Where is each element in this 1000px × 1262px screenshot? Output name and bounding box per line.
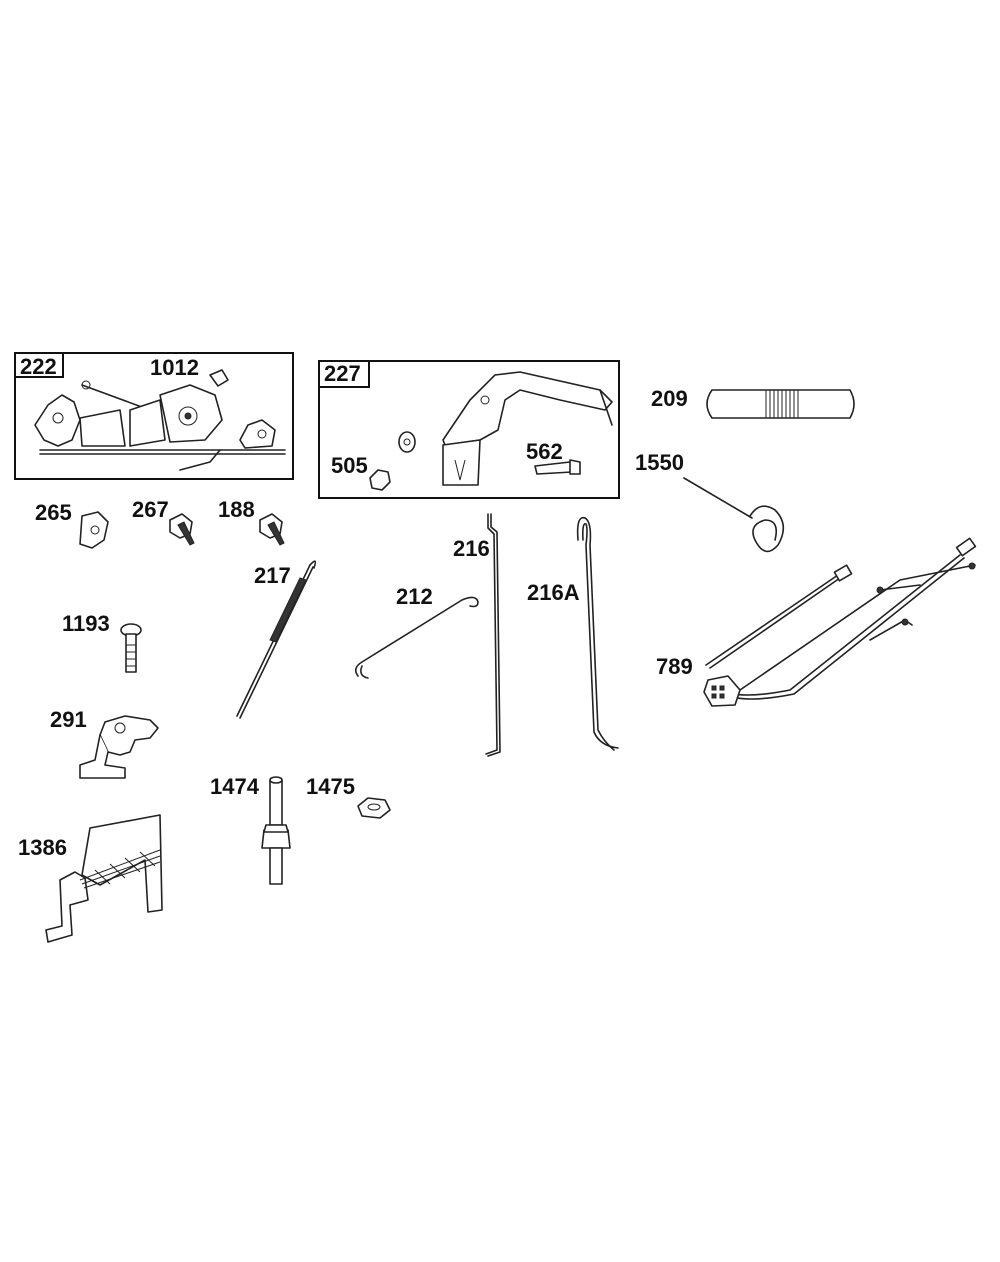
label-188: 188 (218, 497, 255, 522)
part-209-spring[interactable] (706, 389, 855, 419)
part-216-rod[interactable] (485, 513, 501, 757)
part-789-wiring-harness[interactable] (703, 537, 977, 707)
label-222: 222 (20, 354, 57, 379)
label-217: 217 (254, 563, 291, 588)
label-291: 291 (50, 707, 87, 732)
label-209: 209 (651, 386, 688, 411)
part-188-screw[interactable] (259, 513, 285, 546)
label-216: 216 (453, 536, 490, 561)
label-227: 227 (324, 361, 361, 386)
part-1386-shield[interactable] (45, 814, 163, 943)
part-291-bracket[interactable] (79, 715, 159, 779)
label-505: 505 (331, 453, 368, 478)
label-1386: 1386 (18, 835, 67, 860)
part-216A-rod[interactable] (576, 516, 619, 751)
part-1550-spring[interactable] (683, 477, 785, 553)
label-265: 265 (35, 500, 72, 525)
label-789: 789 (656, 654, 693, 679)
part-265-clip[interactable] (79, 511, 109, 549)
part-217-spring-rod[interactable] (236, 560, 317, 719)
part-222-assembly[interactable] (14, 352, 294, 480)
label-1475: 1475 (306, 774, 355, 799)
label-1474: 1474 (210, 774, 260, 799)
label-1550: 1550 (635, 450, 684, 475)
label-212: 212 (396, 584, 433, 609)
label-216A: 216A (527, 580, 580, 605)
part-1193-bolt[interactable] (120, 623, 142, 673)
label-267: 267 (132, 497, 169, 522)
part-212-link-rod[interactable] (354, 596, 479, 679)
label-1012: 1012 (150, 355, 199, 380)
part-267-screw[interactable] (169, 513, 195, 546)
part-227-assembly[interactable] (318, 360, 620, 499)
label-562: 562 (526, 439, 563, 464)
label-1193: 1193 (62, 611, 110, 636)
part-1475-nut[interactable] (357, 797, 391, 819)
part-1474-shaft[interactable] (261, 776, 291, 885)
